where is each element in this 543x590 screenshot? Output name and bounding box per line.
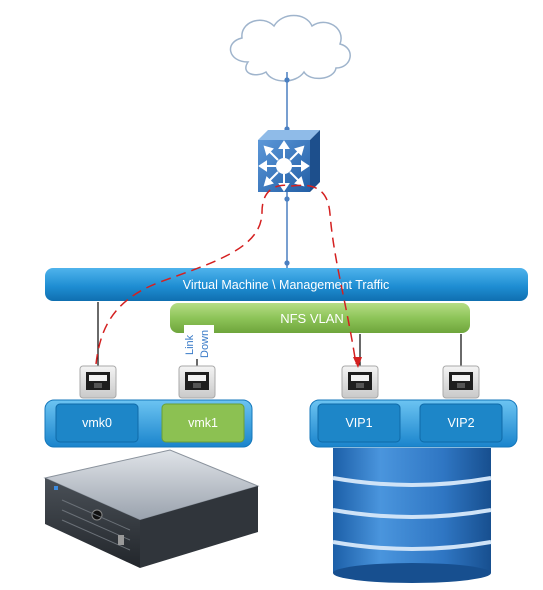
link-down-line1: Link xyxy=(184,334,196,355)
host-adapter-panel: vmk0 vmk1 xyxy=(44,399,253,448)
link-down-annotation: Link Down xyxy=(184,325,214,359)
vip2-label: VIP2 xyxy=(447,416,474,430)
server-icon xyxy=(43,449,260,568)
vmk1-label: vmk1 xyxy=(188,416,218,430)
uplink-switch-vm-bar xyxy=(284,192,290,270)
ethernet-port-icon xyxy=(442,365,480,399)
cloud-icon xyxy=(229,14,351,82)
vmk1-port xyxy=(161,403,245,443)
traffic-path xyxy=(95,184,357,365)
storage-adapter-panel: VIP1 VIP2 xyxy=(309,399,518,448)
ethernet-port-icon xyxy=(178,365,216,399)
ethernet-port-icon xyxy=(341,365,379,399)
vm-management-bar: Virtual Machine \ Management Traffic xyxy=(45,268,528,301)
layer3-switch-icon xyxy=(258,130,320,192)
uplink-cloud-switch xyxy=(284,72,290,136)
nfs-vlan-bar: NFS VLAN xyxy=(170,303,470,333)
vmk0-port xyxy=(55,403,139,443)
storage-array-icon xyxy=(332,448,492,583)
vip1-label: VIP1 xyxy=(345,416,372,430)
vip1-port xyxy=(317,403,401,443)
vm-management-label: Virtual Machine \ Management Traffic xyxy=(183,278,390,292)
ethernet-port-icon xyxy=(79,365,117,399)
link-down-line2: Down xyxy=(199,330,211,358)
nfs-vlan-label: NFS VLAN xyxy=(280,311,344,326)
vip2-port xyxy=(419,403,503,443)
traffic-path-arrowhead xyxy=(353,357,362,368)
vmk0-label: vmk0 xyxy=(82,416,112,430)
